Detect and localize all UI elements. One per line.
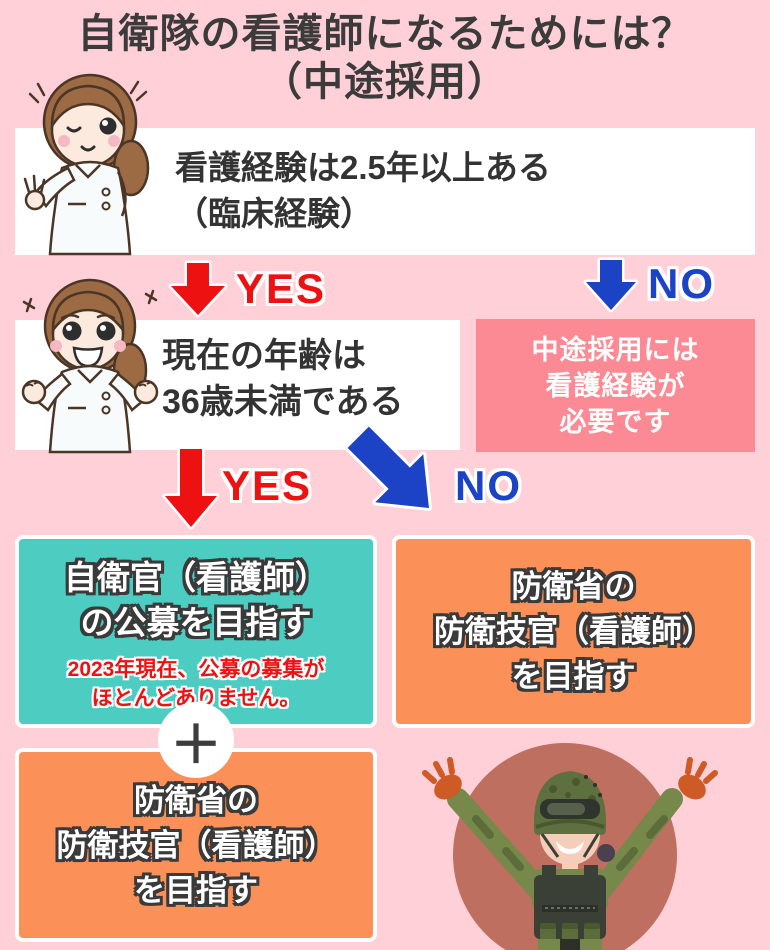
yes-result-title: 自衛官（看護師） の公募を目指す [19,555,373,645]
no-result-line1: 中途採用には [531,334,700,365]
page-title-line1: 自衛隊の看護師になるためには？ [77,12,693,56]
question1-line2: （臨床経験） [175,195,373,232]
plus-symbol: ＋ [169,716,222,775]
no-result-box: 中途採用には 看護経験が 必要です [476,319,755,452]
yes-result-note2: ほとんどありません。 [91,687,301,710]
soldier-celebrating-illustration [422,743,718,950]
yes-result-box: 自衛官（看護師） の公募を目指す 2023年現在、公募の募集が ほとんどありませ… [15,535,377,728]
no-result-line2: 看護経験が [545,370,686,401]
question2-line1: 現在の年齢は [162,337,366,375]
nurse-cheering-illustration [21,278,159,454]
question1-line1: 看護経験は2.5年以上ある [175,149,551,186]
no-result-line3: 必要です [559,406,672,437]
and-result-line1: 防衛省の [134,782,258,818]
yes-result-line1: 自衛官（看護師） [64,559,328,596]
yes2-label: YES [222,462,313,509]
yes2-arrow-down-icon [162,446,220,530]
no-result2-line1: 防衛省の [511,569,636,604]
yes-result-line2: の公募を目指す [80,604,312,641]
and-result-box: 防衛省の 防衛技官（看護師） を目指す [15,748,377,942]
yes1-label: YES [236,265,327,312]
no-result2-line3: を目指す [511,659,636,694]
no2-arrow-diagonal-icon [344,423,432,511]
yes-result-note: 2023年現在、公募の募集が ほとんどありません。 [19,655,373,713]
question2-line2: 36歳未満である [162,383,404,421]
no1-label: NO [648,260,715,307]
no-result2-box: 防衛省の 防衛技官（看護師） を目指す [392,535,755,728]
page-title-line2: （中途採用） [262,60,508,104]
yes-result-note1: 2023年現在、公募の募集が [67,658,325,681]
no1-arrow-down-icon [583,257,639,313]
page-title: 自衛隊の看護師になるためには？ （中途採用） [0,10,770,106]
and-result-line3: を目指す [134,872,258,908]
and-result-line2: 防衛技官（看護師） [56,827,336,863]
question1-text: 看護経験は2.5年以上ある （臨床経験） [175,145,551,237]
no-result2-line2: 防衛技官（看護師） [434,614,713,649]
question2-text: 現在の年齢は 36歳未満である [162,333,403,425]
no2-label: NO [455,462,522,509]
nurse-winking-ok-illustration [23,73,150,256]
yes1-arrow-down-icon [168,260,228,318]
plus-icon: ＋ [158,702,234,778]
